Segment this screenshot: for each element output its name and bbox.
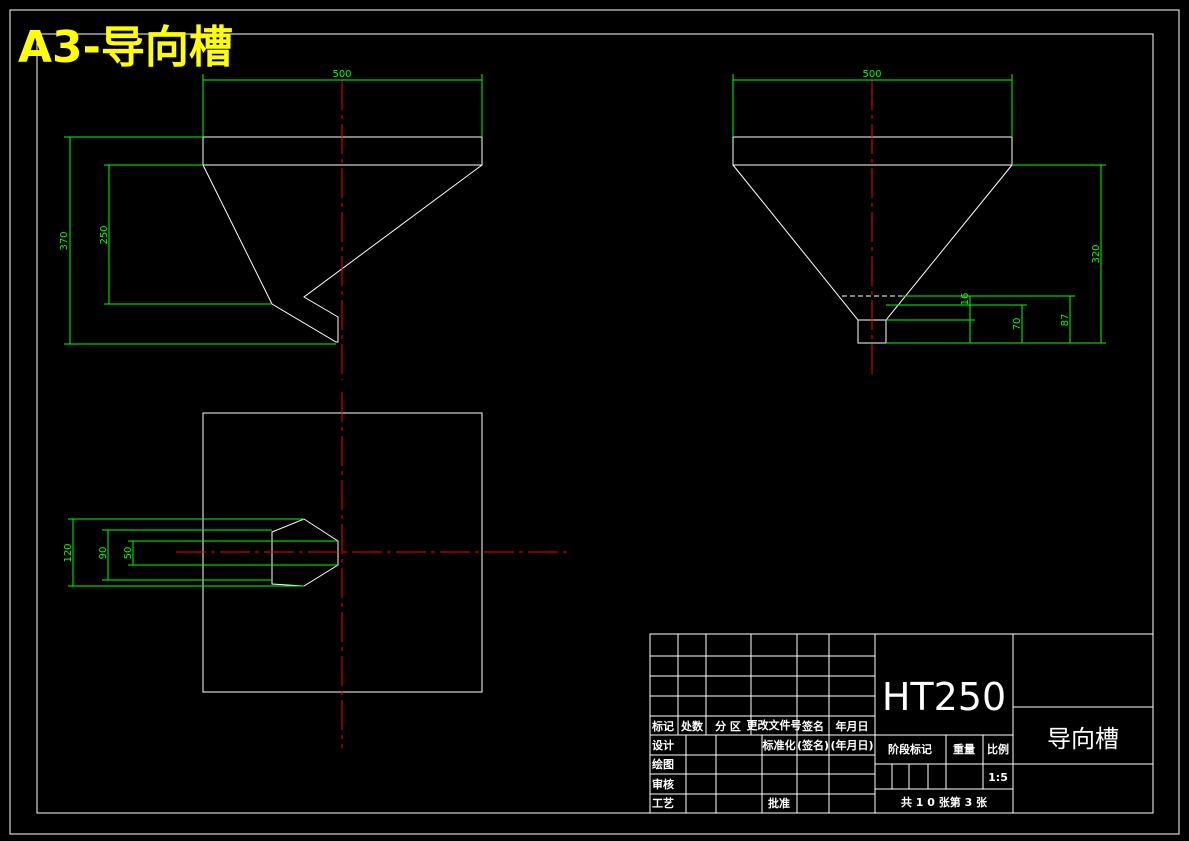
dim-plan-mid: 90 bbox=[98, 547, 109, 560]
side-hopper-outline bbox=[732, 164, 1013, 344]
dim-side-height: 320 bbox=[1091, 244, 1102, 263]
dim-side-width: 500 bbox=[862, 69, 881, 80]
dim-front-total-height: 370 bbox=[59, 231, 70, 250]
dim-side-small-c: 87 bbox=[1060, 314, 1071, 327]
stage-mark-label: 阶段标记 bbox=[888, 742, 932, 756]
sheet-title: A3-导向槽 bbox=[18, 22, 233, 73]
plan-view: 120 90 50 bbox=[63, 392, 572, 748]
inner-border bbox=[36, 33, 1154, 814]
weight-label: 重量 bbox=[953, 742, 975, 756]
hdr-mark: 标记 bbox=[651, 719, 674, 733]
side-view: 500 320 16 70 87 bbox=[732, 69, 1106, 378]
dim-side-small-a: 16 bbox=[960, 293, 971, 306]
sheet-count: 共 1 0 张第 3 张 bbox=[901, 795, 988, 809]
scale-value: 1:5 bbox=[988, 771, 1008, 784]
hdr-zone: 分 区 bbox=[715, 719, 741, 733]
dim-front-width: 500 bbox=[332, 69, 351, 80]
row-approve: 批准 bbox=[768, 796, 790, 810]
row-sign-name: (签名) bbox=[797, 738, 829, 752]
dim-side-small-b: 70 bbox=[1012, 318, 1023, 331]
hdr-date: 年月日 bbox=[836, 719, 869, 733]
hdr-count: 处数 bbox=[680, 719, 704, 733]
title-block-frame bbox=[649, 633, 1154, 814]
scale-label: 比例 bbox=[987, 742, 1009, 756]
dim-plan-outer: 120 bbox=[63, 543, 74, 562]
row-check: 审核 bbox=[652, 777, 674, 791]
title-block: HT250 导向槽 标记 处数 分 区 更改文件号 签名 年月日 设计 标准化 … bbox=[649, 633, 1154, 814]
part-name-label: 导向槽 bbox=[1047, 725, 1119, 753]
material-label: HT250 bbox=[882, 675, 1006, 719]
dim-front-inner-height: 250 bbox=[99, 225, 110, 244]
row-sign-date: (年月日) bbox=[830, 738, 873, 752]
hdr-sign: 签名 bbox=[801, 719, 824, 733]
row-standard: 标准化 bbox=[762, 738, 796, 752]
dim-plan-inner: 50 bbox=[123, 547, 134, 560]
row-process: 工艺 bbox=[652, 796, 674, 810]
hdr-change-doc: 更改文件号 bbox=[747, 718, 802, 732]
row-draw: 绘图 bbox=[652, 757, 674, 771]
row-design: 设计 bbox=[652, 738, 674, 752]
front-view: 500 370 250 bbox=[59, 69, 483, 380]
outer-border bbox=[9, 9, 1180, 835]
